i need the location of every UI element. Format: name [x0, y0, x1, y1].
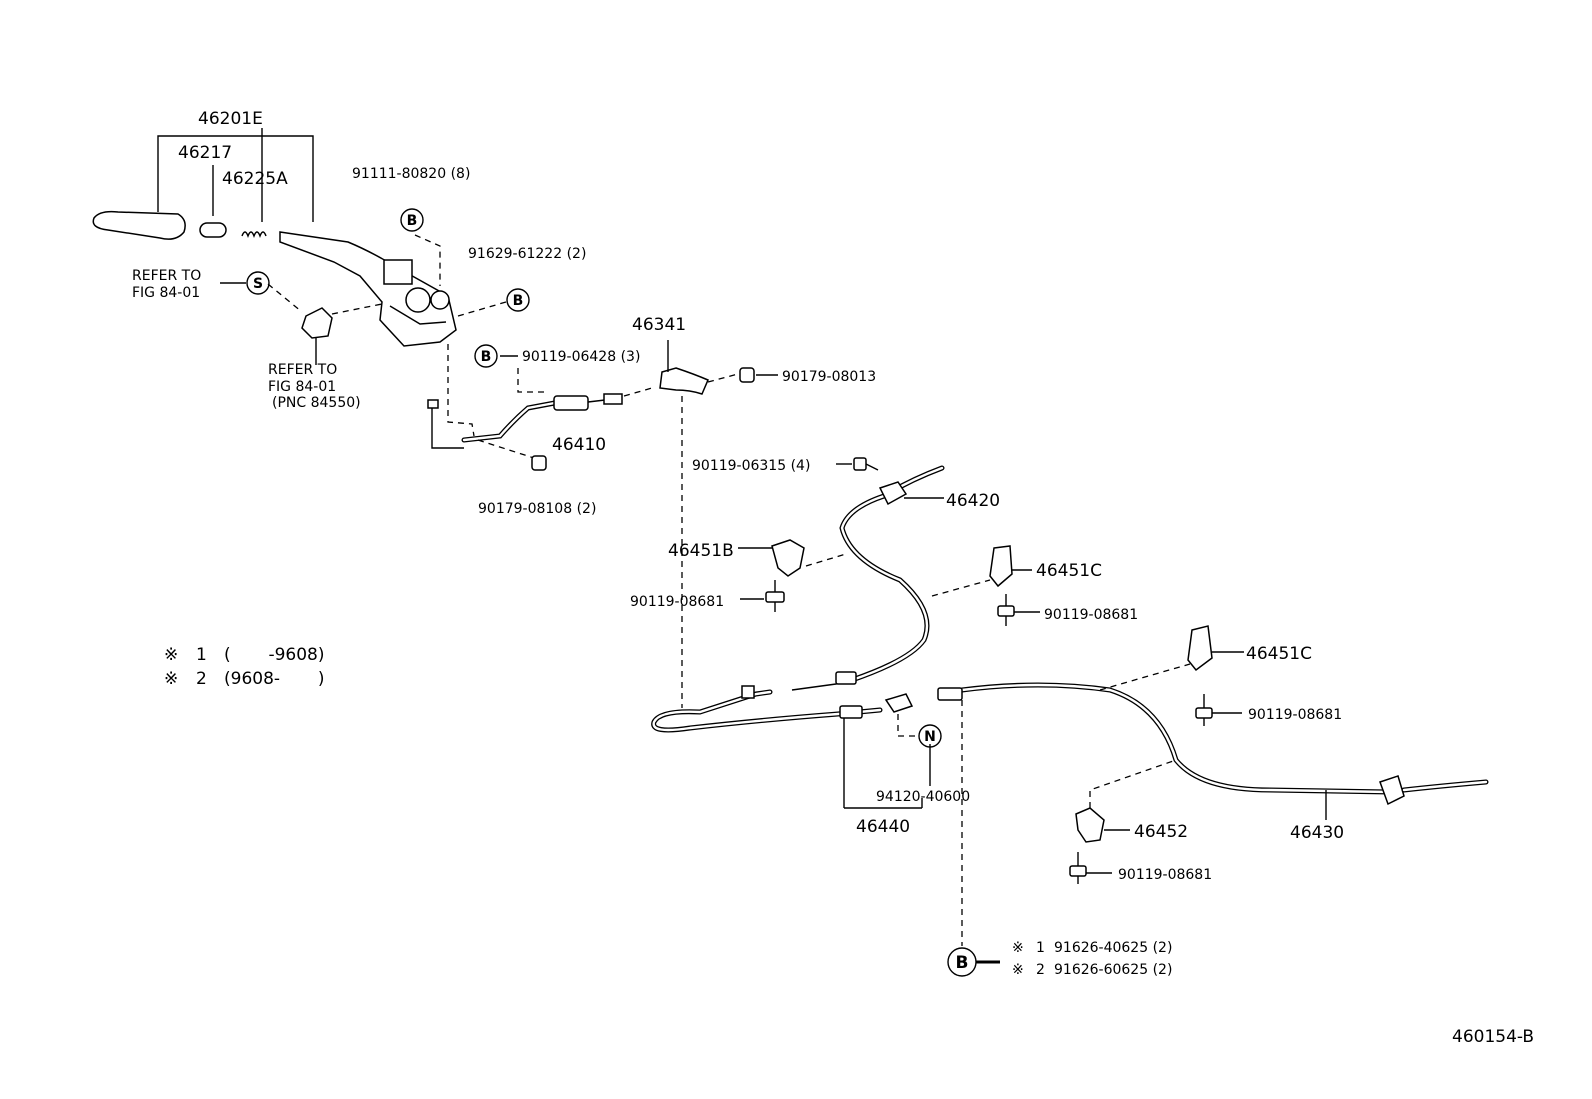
- label-46451C-a: 46451C: [1036, 561, 1102, 581]
- front-cable-assembly: [427, 344, 653, 471]
- svg-text:N: N: [924, 729, 936, 745]
- callout-bubble-b2: B: [506, 288, 530, 312]
- label-46440: 46440: [856, 817, 910, 837]
- label-46430: 46430: [1290, 823, 1344, 843]
- label-90119-08681-c: 90119-08681: [1248, 707, 1342, 723]
- bracket-46452: [1075, 807, 1105, 843]
- svg-text:B: B: [481, 349, 492, 365]
- label-46451B: 46451B: [668, 541, 734, 561]
- svg-text:2: 2: [196, 669, 207, 689]
- label-46452: 46452: [1134, 822, 1188, 842]
- label-refer2c: (PNC 84550): [272, 395, 361, 411]
- callout-bubble-b3: B: [474, 344, 498, 368]
- brake-switch: [301, 307, 333, 339]
- svg-text:※: ※: [164, 645, 178, 665]
- bracket-46451C-a: [989, 545, 1013, 588]
- svg-text:※: ※: [1012, 940, 1024, 956]
- label-90119-08681-d: 90119-08681: [1118, 867, 1212, 883]
- svg-text:91626-60625 (2): 91626-60625 (2): [1054, 962, 1172, 978]
- svg-text:2: 2: [1036, 962, 1045, 978]
- label-90179-08013: 90179-08013: [782, 369, 876, 385]
- label-46341: 46341: [632, 315, 686, 335]
- cable-46420: [791, 465, 945, 691]
- label-91111: 91111-80820 (8): [352, 166, 470, 182]
- release-button: [199, 222, 227, 238]
- label-90119-06315: 90119-06315 (4): [692, 458, 810, 474]
- svg-text:S: S: [253, 276, 263, 292]
- label-46225A: 46225A: [222, 169, 288, 189]
- label-refer1a: REFER TO: [132, 268, 201, 284]
- equalizer-46341: [659, 367, 709, 395]
- svg-text:B: B: [513, 293, 524, 309]
- label-90179-08108: 90179-08108 (2): [478, 501, 596, 517]
- figure-id: 460154-B: [1452, 1027, 1534, 1047]
- svg-text:91626-40625 (2): 91626-40625 (2): [1054, 940, 1172, 956]
- svg-text:※: ※: [164, 669, 178, 689]
- label-refer2b: FIG 84-01: [268, 379, 336, 395]
- label-94120-40600: 94120-40600: [876, 789, 970, 805]
- callout-bubble-b1: B: [400, 208, 424, 232]
- label-91629: 91629-61222 (2): [468, 246, 586, 262]
- cable-46440: [651, 685, 923, 809]
- release-spring: [241, 231, 267, 238]
- date-range-notes: ※ 1 ( -9608) ※ 2 (9608- ): [164, 645, 325, 689]
- label-46217: 46217: [178, 143, 232, 163]
- bracket-46451B: [771, 539, 805, 577]
- svg-text:(9608- ): (9608- ): [224, 669, 325, 689]
- label-refer2a: REFER TO: [268, 362, 337, 378]
- label-46420: 46420: [946, 491, 1000, 511]
- label-46451C-b: 46451C: [1246, 644, 1312, 664]
- label-90119-06428: 90119-06428 (3): [522, 349, 640, 365]
- bubble-b-legend: ※ 1 91626-40625 (2) ※ 2 91626-60625 (2): [1012, 940, 1172, 978]
- label-refer1b: FIG 84-01: [132, 285, 200, 301]
- label-46201E: 46201E: [198, 109, 263, 129]
- cable-46430: [937, 682, 1489, 820]
- svg-text:※: ※: [1012, 962, 1024, 978]
- label-90119-08681-a: 90119-08681: [630, 594, 724, 610]
- svg-text:( -9608): ( -9608): [224, 645, 325, 665]
- lever-assembly: [92, 128, 507, 365]
- svg-text:B: B: [407, 213, 418, 229]
- svg-text:1: 1: [1036, 940, 1045, 956]
- svg-text:B: B: [956, 953, 969, 973]
- label-46410: 46410: [552, 435, 606, 455]
- bracket-46451C-b: [1187, 625, 1213, 672]
- svg-text:1: 1: [196, 645, 207, 665]
- callout-bubble-s: S: [246, 271, 270, 295]
- callout-bubble-b4: B: [947, 947, 1000, 977]
- lever-grip: [92, 210, 186, 240]
- label-90119-08681-b: 90119-08681: [1044, 607, 1138, 623]
- callout-bubble-n: N: [918, 724, 942, 748]
